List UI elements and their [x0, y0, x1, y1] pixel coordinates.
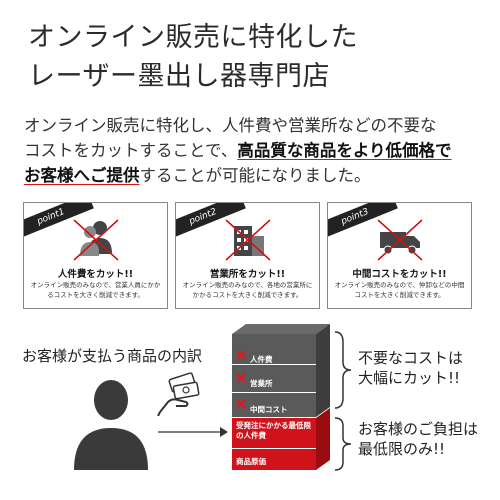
breakdown-heading: お客様が支払う商品の内訳 — [22, 347, 203, 365]
gray-block-label-1: 人件費 — [250, 355, 273, 364]
person-icon — [73, 219, 119, 261]
description-line3: お客様へご提供することが可能になりました。 — [24, 166, 371, 185]
cut-text-line2: 大幅にカット!! — [358, 369, 461, 388]
gray-block-label-2: 営業所 — [250, 379, 273, 388]
description-line2: コストをカットすることで、高品質な商品をより低価格で — [24, 141, 452, 160]
point-card-3: point3 中間コストをカット!! オンライン販売のみなので、仲卸などの中間コ… — [327, 202, 472, 309]
point-card-2: point2 営業所をカット!! オンライン販売のみなので、各地の営業所にかかる… — [175, 202, 320, 309]
point-title-3: 中間コストをカット!! — [352, 269, 447, 280]
brace-lower — [334, 417, 352, 471]
burden-text-line1: お客様のご負担は — [358, 420, 479, 438]
point-desc-2: オンライン販売のみなので、各地の営業所にかかるコストを大きく削減できます。 — [182, 281, 313, 299]
description-line3-plain: することが可能になりました。 — [139, 166, 371, 185]
point-desc-3: オンライン販売のみなので、仲卸などの中間コストを大きく削減できます。 — [334, 281, 465, 299]
red-block-label-2: 商品原価 — [236, 457, 266, 466]
cut-text: 不要なコストは 大幅にカット!! — [358, 348, 463, 389]
point-title-1: 人件費をカット!! — [57, 269, 134, 280]
burden-text-line2: 最低限のみ!! — [358, 440, 446, 459]
gray-block-label-3: 中間コスト — [250, 405, 288, 414]
money-hand-icon — [157, 372, 200, 416]
building-icon — [225, 219, 271, 261]
brace-upper — [334, 331, 352, 409]
customer-icon — [74, 380, 148, 470]
point-card-1: point1 人件費をカット!! オンライン販売のみなので、営業人員にかかるコス… — [23, 202, 168, 309]
description-line1: オンライン販売に特化し、人件費や営業所などの不要な — [24, 116, 437, 135]
arrow-right-icon — [158, 427, 228, 437]
description-line3-emphasis: お客様へご提供 — [24, 166, 140, 185]
page-title-line2: レーザー墨出し器専門店 — [28, 61, 330, 92]
cost-stack-graphic — [232, 324, 330, 470]
page-title-line1: オンライン販売に特化した — [28, 22, 358, 53]
description-line2-emphasis: 高品質な商品をより低価格で — [237, 141, 452, 160]
burden-text: お客様のご負担は 最低限のみ!! — [358, 419, 478, 460]
red-block-label-1: 受発注にかかる最低限の人件費 — [236, 421, 311, 441]
point-desc-1: オンライン販売のみなので、営業人員にかかるコストを大きく削減できます。 — [30, 281, 161, 299]
cut-text-line1: 不要なコストは — [358, 349, 464, 367]
description-line2-plain: コストをカットすることで、 — [24, 141, 238, 160]
point-title-2: 営業所をカット!! — [209, 269, 286, 280]
truck-icon — [377, 219, 423, 261]
